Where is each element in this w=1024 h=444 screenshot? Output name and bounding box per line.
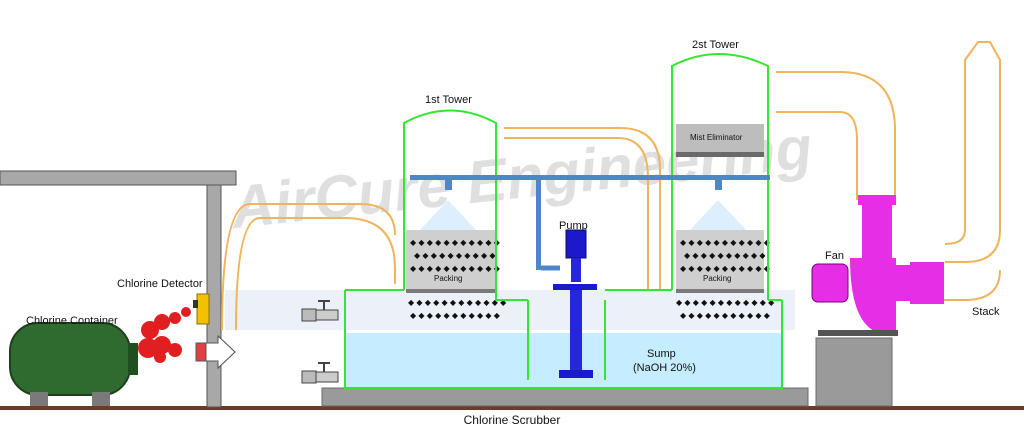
fan (811, 195, 944, 336)
stack-label: Stack (972, 306, 1000, 318)
inlet-arrow (195, 334, 236, 370)
fan-label: Fan (825, 250, 844, 262)
sump-outline (344, 290, 783, 389)
tower-1-packing-label: Packing (434, 274, 462, 283)
svg-text:◆ ◆ ◆ ◆ ◆ ◆ ◆ ◆ ◆ ◆ ◆: ◆ ◆ ◆ ◆ ◆ ◆ ◆ ◆ ◆ ◆ ◆ (680, 264, 771, 273)
valve-lower (301, 362, 339, 384)
tower-2: ◆ ◆ ◆ ◆ ◆ ◆ ◆ ◆ ◆ ◆ ◆ ◆ ◆ ◆ ◆ ◆ ◆ ◆ ◆ ◆ … (605, 53, 782, 320)
chlorine-detector (193, 293, 210, 325)
outlet-duct (776, 71, 896, 200)
fan-support (815, 337, 893, 407)
svg-text:◆ ◆ ◆ ◆ ◆ ◆ ◆ ◆ ◆ ◆: ◆ ◆ ◆ ◆ ◆ ◆ ◆ ◆ ◆ ◆ (414, 251, 496, 260)
chlorine-detector-label: Chlorine Detector (117, 278, 203, 290)
tower-1-label: 1st Tower (425, 94, 472, 106)
sump-label: Sump (647, 348, 676, 360)
ground-line (0, 406, 1024, 410)
svg-text:◆ ◆ ◆ ◆ ◆ ◆ ◆ ◆ ◆ ◆ ◆ ◆: ◆ ◆ ◆ ◆ ◆ ◆ ◆ ◆ ◆ ◆ ◆ ◆ (408, 298, 507, 307)
chlorine-container (9, 322, 138, 406)
svg-text:◆ ◆ ◆ ◆ ◆ ◆ ◆ ◆ ◆ ◆ ◆ ◆: ◆ ◆ ◆ ◆ ◆ ◆ ◆ ◆ ◆ ◆ ◆ ◆ (676, 298, 775, 307)
sump-base (321, 387, 809, 407)
tower-2-drops: ◆ ◆ ◆ ◆ ◆ ◆ ◆ ◆ ◆ ◆ ◆ ◆ ◆ ◆ ◆ ◆ ◆ ◆ ◆ ◆ … (676, 238, 775, 320)
mist-eliminator-label: Mist Eliminator (690, 133, 743, 142)
gas-cloud (138, 307, 191, 363)
chlorine-container-label: Chlorine Container (26, 315, 118, 327)
sump-sub-label: (NaOH 20%) (633, 362, 696, 374)
inlet-duct (235, 217, 396, 331)
svg-text:◆ ◆ ◆ ◆ ◆ ◆ ◆ ◆ ◆ ◆ ◆: ◆ ◆ ◆ ◆ ◆ ◆ ◆ ◆ ◆ ◆ ◆ (410, 238, 501, 247)
pump (553, 229, 597, 378)
tower-2-label: 2st Tower (692, 39, 739, 51)
svg-text:◆ ◆ ◆ ◆ ◆ ◆ ◆ ◆ ◆ ◆ ◆: ◆ ◆ ◆ ◆ ◆ ◆ ◆ ◆ ◆ ◆ ◆ (680, 311, 771, 320)
spray-pipe (410, 175, 770, 271)
pump-label: Pump (559, 220, 588, 232)
tower-1-drops: ◆ ◆ ◆ ◆ ◆ ◆ ◆ ◆ ◆ ◆ ◆ ◆ ◆ ◆ ◆ ◆ ◆ ◆ ◆ ◆ … (408, 238, 507, 320)
svg-text:◆ ◆ ◆ ◆ ◆ ◆ ◆ ◆ ◆ ◆ ◆: ◆ ◆ ◆ ◆ ◆ ◆ ◆ ◆ ◆ ◆ ◆ (410, 264, 501, 273)
stack (944, 41, 1001, 263)
svg-text:◆ ◆ ◆ ◆ ◆ ◆ ◆ ◆ ◆ ◆ ◆: ◆ ◆ ◆ ◆ ◆ ◆ ◆ ◆ ◆ ◆ ◆ (410, 311, 501, 320)
tower-1: ◆ ◆ ◆ ◆ ◆ ◆ ◆ ◆ ◆ ◆ ◆ ◆ ◆ ◆ ◆ ◆ ◆ ◆ ◆ ◆ … (345, 109, 528, 320)
svg-text:◆ ◆ ◆ ◆ ◆ ◆ ◆ ◆ ◆ ◆: ◆ ◆ ◆ ◆ ◆ ◆ ◆ ◆ ◆ ◆ (684, 251, 766, 260)
sump-water (345, 333, 782, 388)
tower-2-packing-label: Packing (703, 274, 731, 283)
inter-tower-duct (504, 127, 661, 290)
diagram-title: Chlorine Scrubber (464, 413, 561, 427)
valve-upper (301, 300, 339, 322)
svg-text:◆ ◆ ◆ ◆ ◆ ◆ ◆ ◆ ◆ ◆ ◆: ◆ ◆ ◆ ◆ ◆ ◆ ◆ ◆ ◆ ◆ ◆ (680, 238, 771, 247)
